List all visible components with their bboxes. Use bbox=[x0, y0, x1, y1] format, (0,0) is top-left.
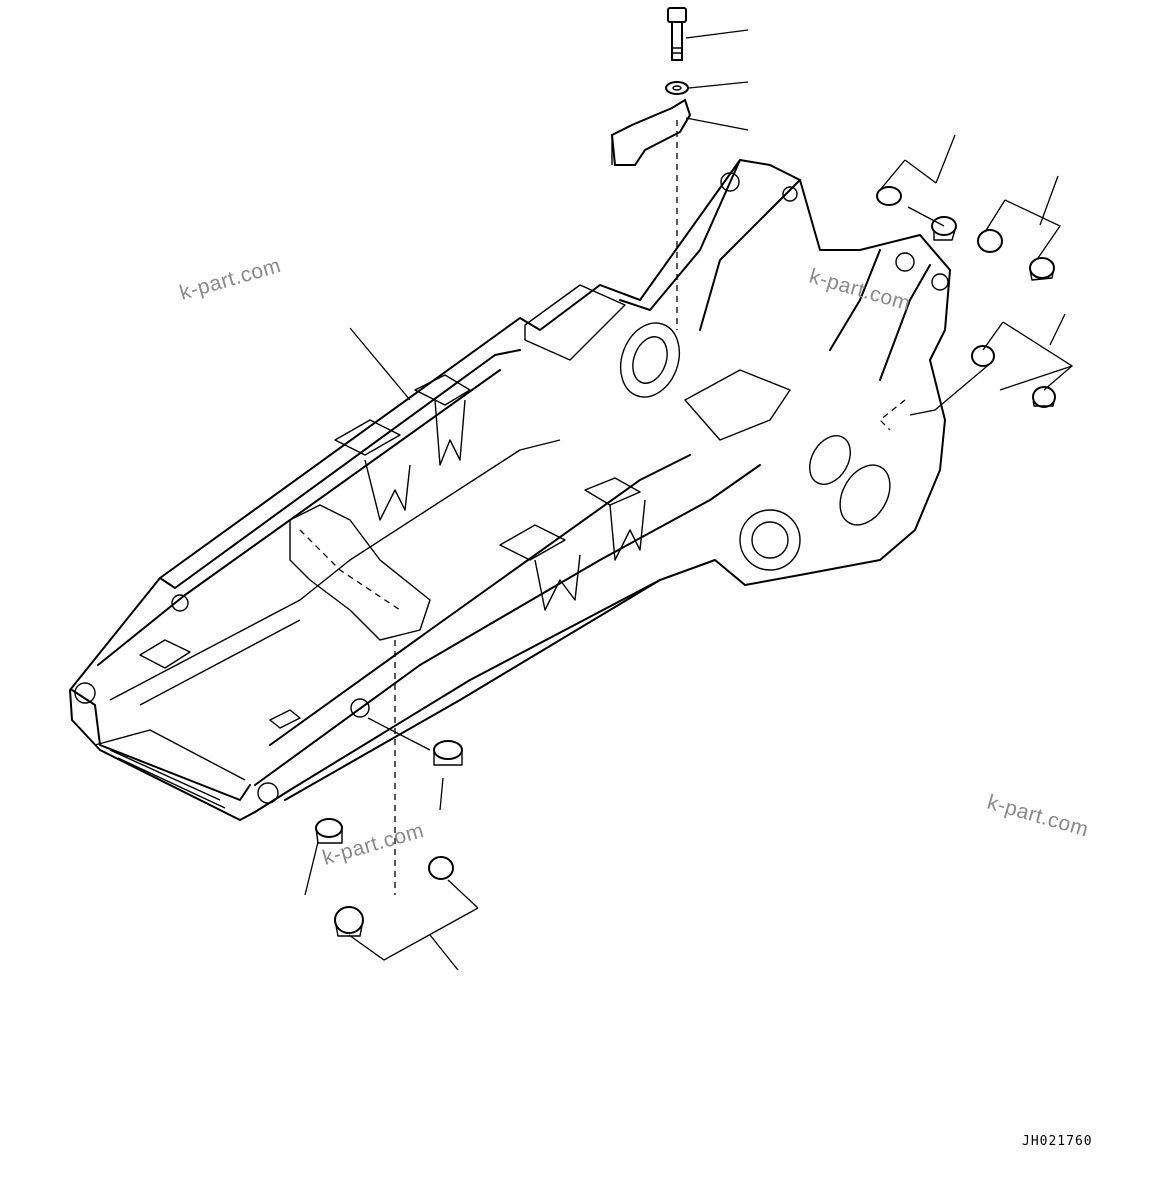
watermarks: k-part.com k-part.com k-part.com k-part.… bbox=[177, 254, 1091, 870]
bushing-pair-upper-left bbox=[876, 186, 957, 241]
watermark-text: k-part.com bbox=[985, 791, 1091, 842]
watermark-text: k-part.com bbox=[807, 265, 913, 316]
bushing-front-right bbox=[433, 740, 463, 766]
washer-part bbox=[665, 81, 689, 95]
drawing-code: JH021760 bbox=[1022, 1134, 1093, 1149]
bushing-pair-lower bbox=[334, 856, 454, 937]
main-frame bbox=[69, 159, 951, 821]
leader-lines bbox=[304, 29, 1074, 971]
bolt-part bbox=[667, 7, 687, 61]
bushing-pair-right bbox=[971, 345, 1056, 408]
bushing-front-left bbox=[315, 818, 343, 844]
bushing-pair-upper-right bbox=[977, 229, 1055, 281]
watermark-text: k-part.com bbox=[177, 254, 283, 305]
bracket-part bbox=[610, 98, 692, 166]
